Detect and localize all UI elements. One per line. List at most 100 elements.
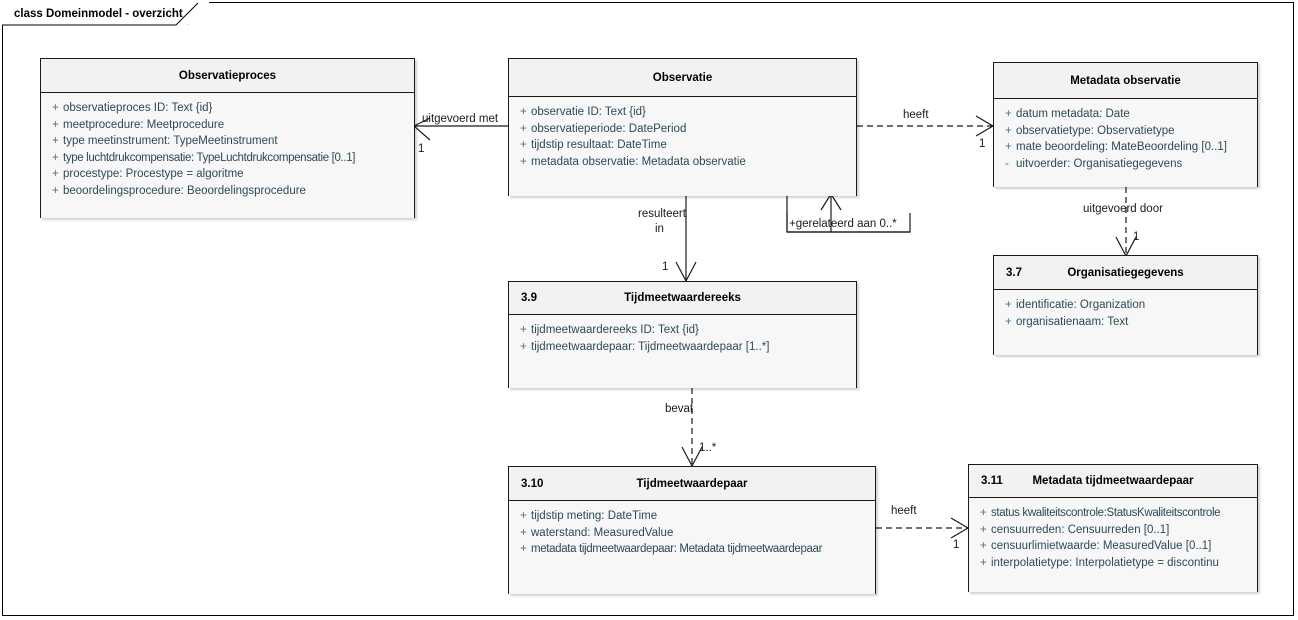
attribute-row: + type luchtdrukcompensatie: TypeLuchtdru… — [41, 150, 414, 167]
attribute-text: metadata tijdmeetwaardepaar: Metadata ti… — [531, 543, 823, 555]
class-attributes-organisatiegegevens: +identificatie: Organization +organisati… — [994, 290, 1257, 355]
connector-label-uitgevoerd-met: uitgevoerd met — [422, 113, 499, 125]
attribute-text: observatie ID: Text {id} — [531, 106, 646, 118]
connector-label-heeft-observatie: heeft — [903, 109, 929, 121]
attribute-row: +tijdstip resultaat: DateTime — [509, 137, 856, 154]
attribute-text: identificatie: Organization — [1016, 299, 1146, 311]
attribute-text: procestype: Procestype = algoritme — [63, 168, 244, 180]
class-header-tijdmeetwaardereeks: 3.9 Tijdmeetwaardereeks — [509, 282, 856, 315]
attribute-row: -uitvoerder: Organisatiegegevens — [994, 156, 1257, 173]
attribute-visibility: + — [980, 507, 987, 519]
attribute-visibility: + — [520, 340, 527, 353]
connector-multiplicity-resulteert-in: 1 — [662, 261, 669, 273]
attribute-visibility: + — [52, 151, 59, 164]
attribute-visibility: + — [52, 184, 59, 197]
class-box-metadata-tijdmeetwaardepaar[interactable]: 3.11 Metadata tijdmeetwaardepaar + status… — [968, 464, 1258, 592]
class-title-metadata-observatie: Metadata observatie — [1070, 74, 1181, 87]
class-attributes-metadata-observatie: +datum metadata: Date +observatietype: O… — [994, 99, 1257, 187]
attribute-row: + observatieproces ID: Text {id} — [41, 100, 414, 117]
class-title-tijdmeetwaardereeks: Tijdmeetwaardereeks — [624, 292, 741, 304]
attribute-row: +mate beoordeling: MateBeoordeling [0..1… — [994, 139, 1257, 156]
attribute-row: +waterstand: MeasuredValue — [509, 525, 875, 542]
attribute-text: type meetinstrument: TypeMeetinstrument — [63, 135, 278, 147]
attribute-visibility: + — [1005, 315, 1012, 328]
attribute-row: + tijdstip meting: DateTime — [509, 508, 875, 525]
class-attributes-observatieproces: + observatieproces ID: Text {id} +meetpro… — [41, 93, 414, 218]
class-number-metadata-tijdmeetwaardepaar: 3.11 — [981, 475, 1003, 487]
attribute-text: type luchtdrukcompensatie: TypeLuchtdruk… — [63, 151, 356, 164]
attribute-text: observatietype: Observatietype — [1016, 124, 1175, 137]
attribute-text: tijdmeetwaardepaar: Tijdmeetwaardepaar [… — [531, 340, 770, 353]
connector-label-bevat: bevat — [665, 403, 694, 415]
attribute-text: beoordelingsprocedure: Beoordelingsproce… — [63, 184, 306, 197]
attribute-row: + observatietype: Observatietype — [994, 123, 1257, 140]
attribute-text: tijdmeetwaardereeks ID: Text {id} — [531, 324, 699, 336]
class-title-organisatiegegevens: Organisatiegegevens — [1067, 266, 1184, 279]
class-header-observatie: Observatie — [509, 59, 856, 97]
class-title-metadata-tijdmeetwaardepaar: Metadata tijdmeetwaardepaar — [1032, 475, 1194, 487]
attribute-text: metadata observatie: Metadata observatie — [531, 155, 746, 168]
class-box-observatieproces[interactable]: Observatieproces + observatieproces ID: T… — [40, 58, 415, 218]
attribute-visibility: + — [52, 135, 59, 147]
attribute-visibility: + — [52, 102, 59, 114]
class-attributes-tijdmeetwaardepaar: +tijdstip meting: DateTime +waterstand: … — [509, 501, 875, 594]
class-box-tijdmeetwaardereeks[interactable]: 3.9 Tijdmeetwaardereeks +tijdmeetwaarder… — [508, 281, 857, 388]
connector-label-heeft-tijdmeetwaardepaar: heeft — [891, 505, 917, 517]
connector-label-gerelateerd-aan: +gerelateerd aan 0..* — [789, 218, 897, 230]
diagram-frame-tab: class Domeinmodel - overzicht — [2, 2, 209, 25]
class-box-metadata-observatie[interactable]: Metadata observatie +datum metadata: Dat… — [993, 62, 1258, 187]
attribute-text: censuurreden: Censuurreden [0..1] — [991, 523, 1170, 536]
connector-bevat — [681, 388, 703, 468]
attribute-row: + status kwaliteitscontrole:StatusKwalite… — [969, 505, 1257, 522]
class-title-observatieproces: Observatieproces — [178, 69, 277, 82]
attribute-visibility: + — [520, 155, 527, 168]
attribute-visibility: + — [1005, 108, 1012, 120]
class-attributes-observatie: + observatie ID: Text {id} +observatieper… — [509, 97, 856, 196]
attribute-text: status kwaliteitscontrole:StatusKwalitei… — [991, 507, 1221, 519]
diagram-frame-label: class Domeinmodel - overzicht — [14, 7, 183, 20]
attribute-row: + identificatie: Organization — [994, 297, 1257, 314]
attribute-row: + observatie ID: Text {id} — [509, 104, 856, 121]
attribute-row: + metadata tijdmeetwaardepaar: Metadata t… — [509, 541, 875, 558]
attribute-visibility: + — [520, 543, 527, 555]
class-box-tijdmeetwaardepaar[interactable]: 3.10 Tijdmeetwaardepaar + tijdstip meting… — [508, 466, 876, 594]
connector-heeft-metadata-tijdmeetwaardepaar — [876, 517, 970, 539]
attribute-row: +observatieperiode: DatePeriod — [509, 121, 856, 138]
attribute-row: + interpolatietype: Interpolatietype = di… — [969, 555, 1257, 572]
attribute-row: + metadata observatie: Metadata observati… — [509, 154, 856, 171]
class-number-tijdmeetwaardereeks: 3.9 — [521, 292, 537, 304]
class-title-tijdmeetwaardepaar: Tijdmeetwaardepaar — [636, 477, 748, 490]
attribute-visibility: + — [520, 510, 527, 522]
attribute-visibility: + — [1005, 124, 1012, 137]
attribute-row: + type meetinstrument: TypeMeetinstrument — [41, 133, 414, 150]
attribute-text: waterstand: MeasuredValue — [531, 526, 674, 539]
connector-label-resulteert: resulteert — [638, 208, 686, 220]
attribute-visibility: + — [980, 556, 987, 569]
attribute-text: observatieproces ID: Text {id} — [63, 102, 213, 114]
attribute-row: +censuurlimietwaarde: MeasuredValue [0..… — [969, 538, 1257, 555]
attribute-row: +meetprocedure: Meetprocedure — [41, 117, 414, 134]
connector-uitgevoerd-door — [1115, 187, 1137, 258]
attribute-visibility: + — [520, 122, 527, 135]
attribute-visibility: + — [52, 168, 59, 180]
attribute-visibility: + — [980, 540, 987, 552]
class-header-tijdmeetwaardepaar: 3.10 Tijdmeetwaardepaar — [509, 467, 875, 501]
class-box-observatie[interactable]: Observatie + observatie ID: Text {id} +ob… — [508, 58, 857, 196]
attribute-visibility: + — [52, 118, 59, 131]
attribute-visibility: + — [520, 139, 527, 151]
attribute-visibility: + — [520, 106, 527, 118]
attribute-visibility: + — [1005, 299, 1012, 311]
attribute-row: + tijdmeetwaardepaar: Tijdmeetwaardepaar … — [509, 339, 856, 356]
attribute-row: + procestype: Procestype = algoritme — [41, 166, 414, 183]
attribute-row: +tijdmeetwaardereeks ID: Text {id} — [509, 322, 856, 339]
class-header-organisatiegegevens: 3.7 Organisatiegegevens — [994, 256, 1257, 290]
attribute-text: mate beoordeling: MateBeoordeling [0..1] — [1016, 141, 1227, 153]
connector-label-resulteert-in: in — [655, 223, 664, 235]
class-box-organisatiegegevens[interactable]: 3.7 Organisatiegegevens + identificatie: … — [993, 255, 1258, 355]
attribute-row: +censuurreden: Censuurreden [0..1] — [969, 522, 1257, 539]
connector-multiplicity-heeft-observatie: 1 — [979, 138, 986, 150]
attribute-row: + beoordelingsprocedure: Beoordelingsproc… — [41, 183, 414, 200]
attribute-text: interpolatietype: Interpolatietype = dis… — [991, 556, 1219, 569]
attribute-text: tijdstip meting: DateTime — [531, 510, 658, 522]
